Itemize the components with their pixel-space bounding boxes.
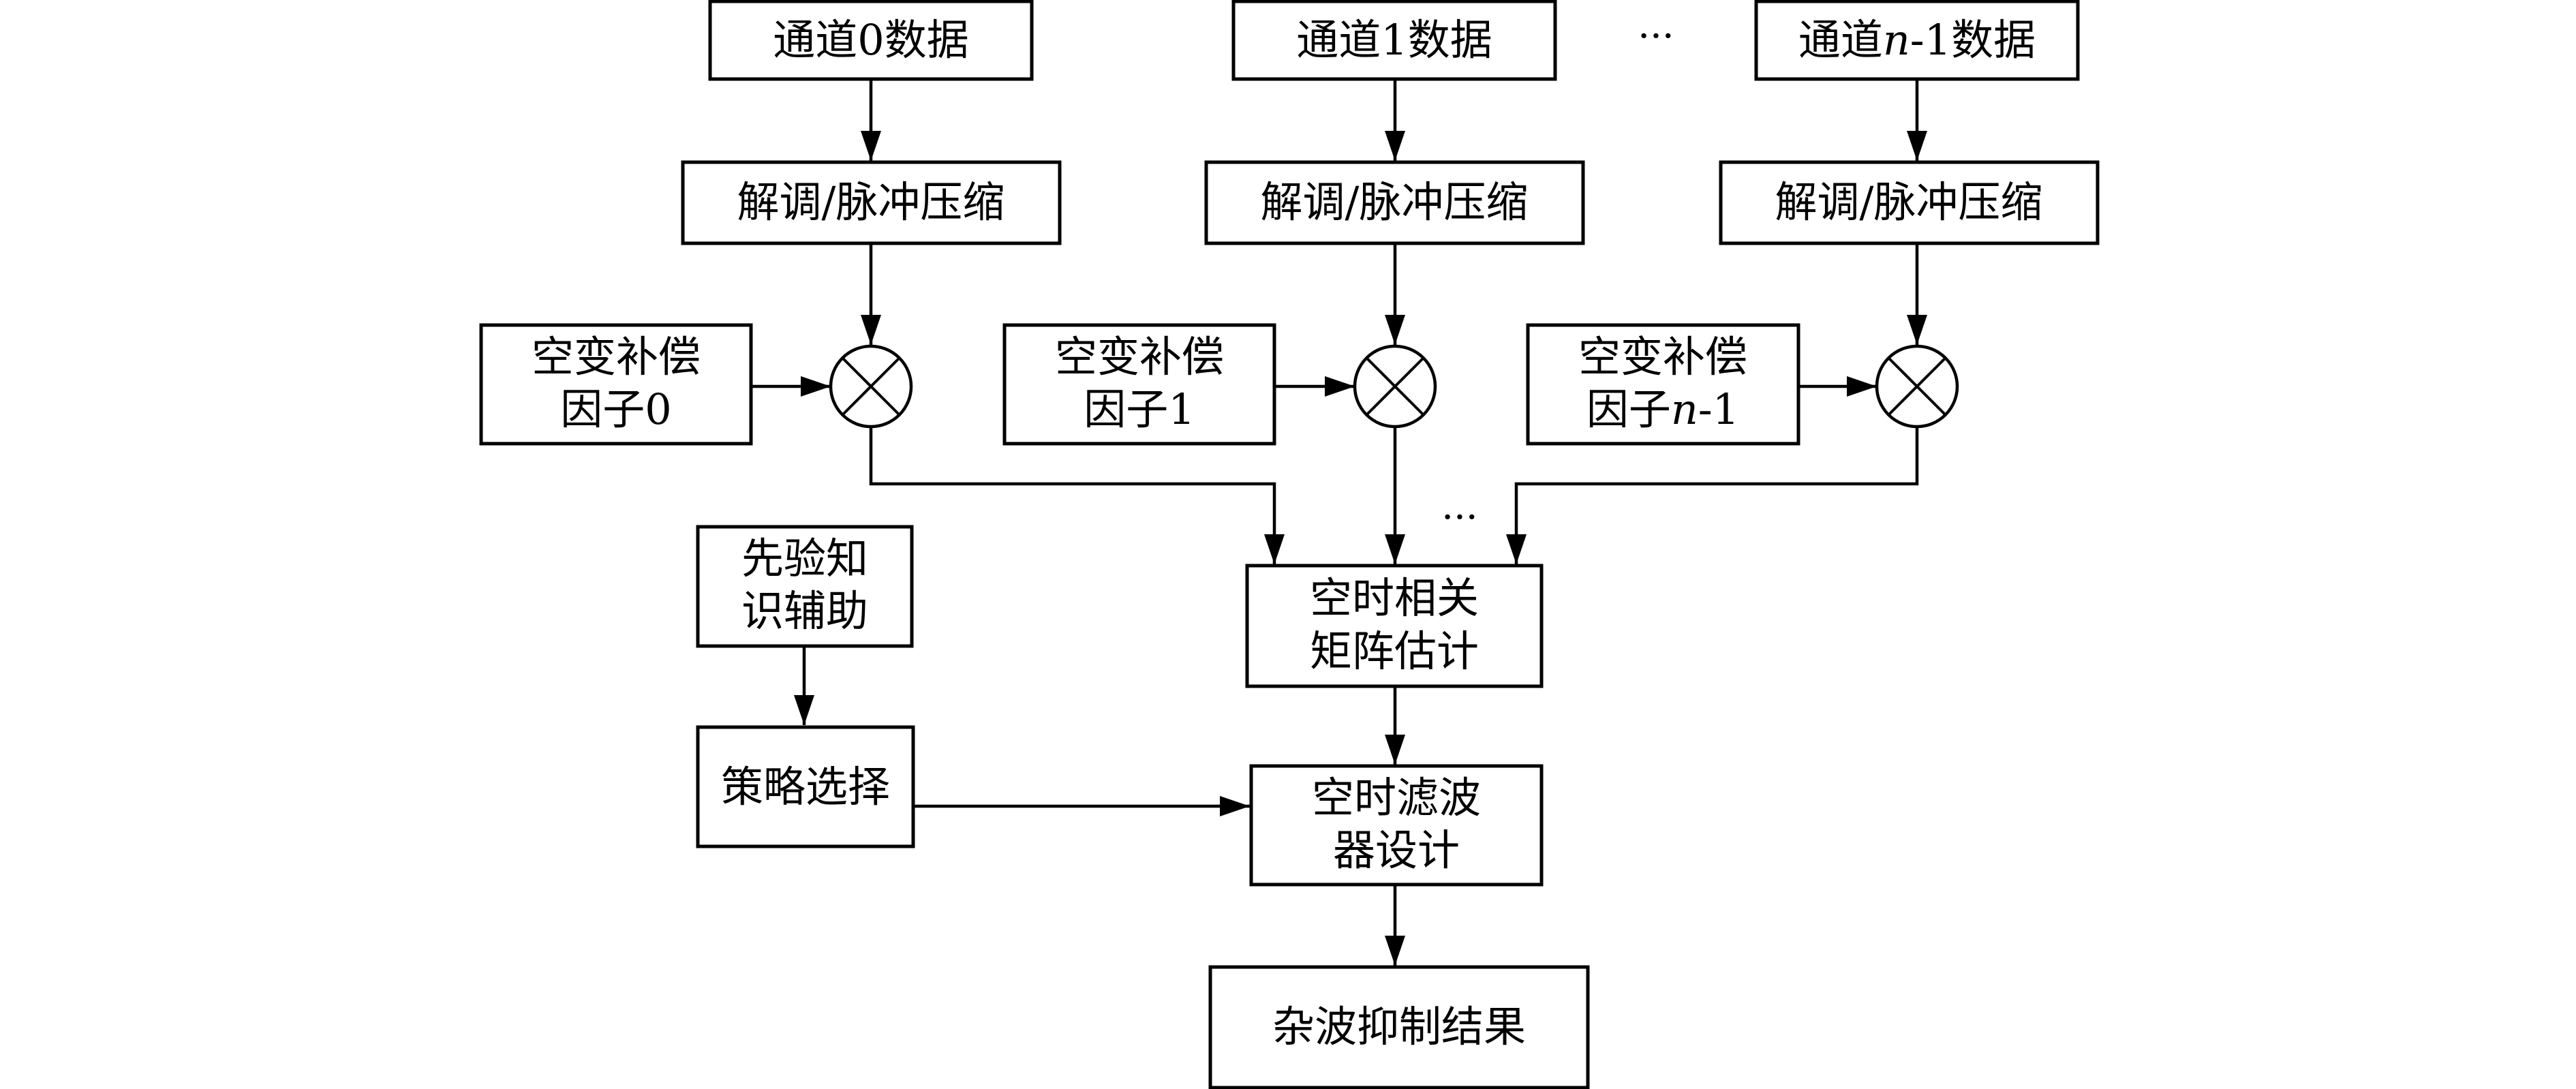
mixer-0-icon [829,344,913,429]
demod-1-label: 解调/脉冲压缩 [1261,177,1529,227]
strategy-selection: 策略选择 [696,725,915,848]
filter-design-box [1249,764,1544,887]
filter-design-line2: 器设计 [1333,825,1460,875]
prior-knowledge-box [696,525,914,648]
channel-data-n-label-prefix: 通道 [1798,15,1883,65]
demod-0: 解调/脉冲压缩 [681,160,1062,245]
covariance-estimation-box [1245,564,1544,688]
strategy-selection-box [696,725,915,848]
channel-data-1-label: 通道1数据 [1296,15,1492,65]
compensation-n-line2-suffix: -1 [1698,384,1739,434]
filter-design-line1: 空时滤波 [1312,773,1481,823]
demod-0-box [681,160,1062,245]
compensation-0-box [479,323,753,446]
mixer-1-icon [1353,344,1437,429]
compensation-0-line1: 空变补偿 [532,332,701,382]
covariance-estimation: 空时相关 矩阵估计 [1245,564,1544,688]
demod-n: 解调/脉冲压缩 [1719,160,2100,245]
compensation-1-line1: 空变补偿 [1055,332,1224,382]
compensation-n: 空变补偿 因子n-1 [1526,323,1800,446]
compensation-0: 空变补偿 因子0 [479,323,753,446]
edges [751,79,1927,966]
demod-1: 解调/脉冲压缩 [1204,160,1585,245]
compensation-n-line1: 空变补偿 [1578,332,1747,382]
middle-ellipsis: ··· [1441,495,1477,540]
channel-data-n-box [1754,0,2080,81]
filter-design: 空时滤波 器设计 [1249,764,1544,887]
edge-mixer0-covariance [869,427,1285,564]
channel-data-n-label-suffix: -1数据 [1910,15,2036,65]
strategy-selection-label: 策略选择 [721,762,890,812]
compensation-0-line2: 因子0 [560,384,671,434]
compensation-1-line2: 因子1 [1084,384,1195,434]
compensation-1-box [1002,323,1276,446]
channel-data-0-box [708,0,1034,81]
covariance-estimation-line2: 矩阵估计 [1310,626,1479,676]
channel-data-n-label-var: n [1883,15,1910,65]
compensation-n-box [1526,323,1800,446]
compensation-1: 空变补偿 因子1 [1002,323,1276,446]
covariance-estimation-line1: 空时相关 [1310,573,1479,623]
prior-knowledge-line1: 先验知 [741,534,868,583]
mixer-n-icon [1875,344,1959,429]
top-ellipsis: ··· [1638,14,1674,59]
channel-data-1: 通道1数据 [1231,0,1557,81]
demod-n-box [1719,160,2100,245]
demod-0-label: 解调/脉冲压缩 [737,177,1005,227]
demod-1-box [1204,160,1585,245]
clutter-suppression-result: 杂波抑制结果 [1208,965,1590,1089]
edge-mixern-covariance [1506,427,1919,564]
channel-data-n-label: 通道n-1数据 [1798,15,2036,65]
prior-knowledge-line2: 识辅助 [741,586,868,636]
clutter-suppression-result-box [1208,965,1590,1089]
prior-knowledge: 先验知 识辅助 [696,525,914,648]
clutter-suppression-result-label: 杂波抑制结果 [1272,1002,1526,1052]
channel-data-n: 通道n-1数据 [1754,0,2080,81]
compensation-n-line2: 因子n-1 [1586,384,1739,434]
channel-data-1-box [1231,0,1557,81]
channel-data-0-label: 通道0数据 [773,15,968,65]
channel-data-0: 通道0数据 [708,0,1034,81]
compensation-n-line2-var: n [1671,384,1698,434]
compensation-n-line2-prefix: 因子 [1586,384,1671,434]
demod-n-label: 解调/脉冲压缩 [1775,177,2043,227]
